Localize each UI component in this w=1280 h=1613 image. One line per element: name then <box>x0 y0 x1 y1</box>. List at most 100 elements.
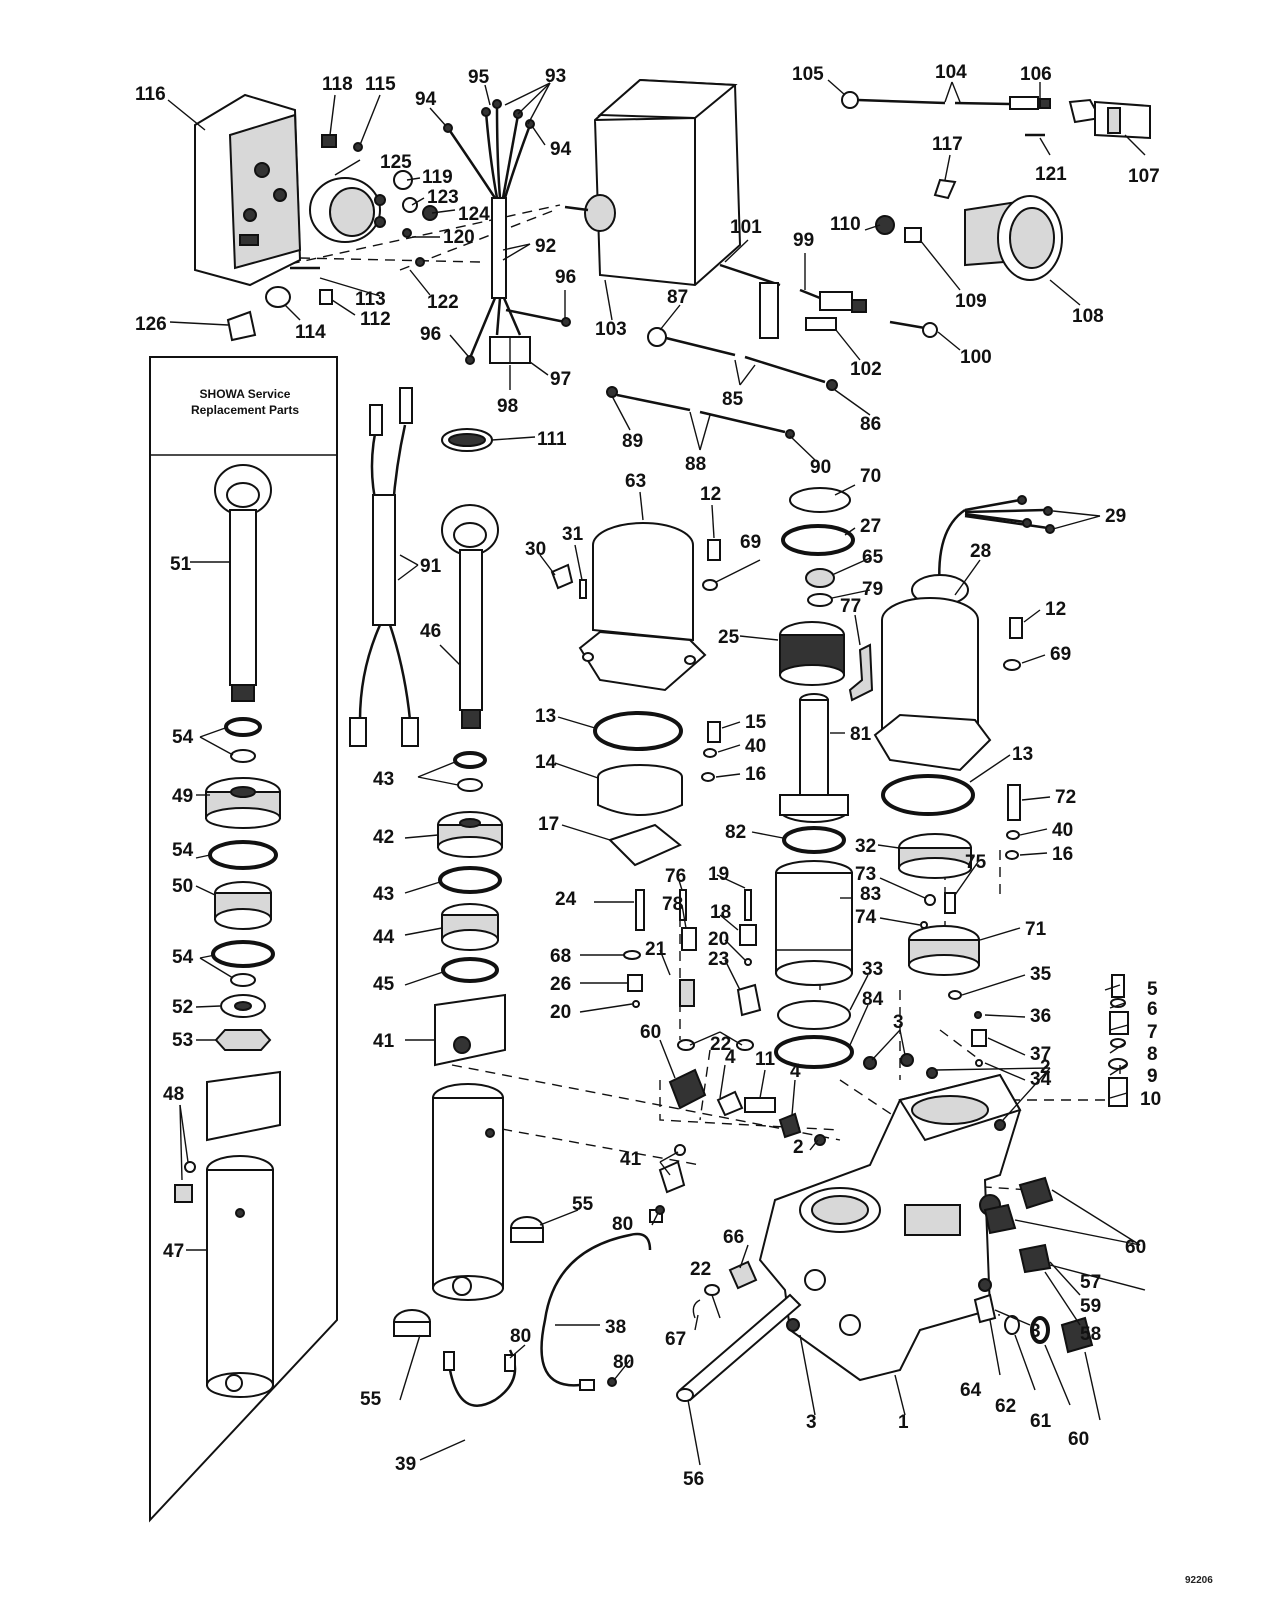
callout-32: 32 <box>855 836 876 857</box>
plug-2-a <box>926 1067 938 1079</box>
plate-17 <box>608 823 682 867</box>
callout-56: 56 <box>683 1469 704 1490</box>
callout-73: 73 <box>855 864 876 885</box>
callout-99: 99 <box>793 230 814 251</box>
callout-80-a: 80 <box>612 1214 633 1235</box>
plug-3-d <box>786 1318 800 1332</box>
callout-6: 6 <box>1147 999 1158 1020</box>
callout-103: 103 <box>595 319 627 340</box>
callout-28: 28 <box>970 541 991 562</box>
callout-106: 106 <box>1020 64 1052 85</box>
ball-36 <box>974 1011 982 1019</box>
callout-109: 109 <box>955 291 987 312</box>
callout-122: 122 <box>427 292 459 313</box>
callout-46: 46 <box>420 621 441 642</box>
o-ring-54-d <box>230 973 256 987</box>
callout-54-c: 54 <box>172 947 194 968</box>
callout-74: 74 <box>855 907 877 928</box>
callout-100: 100 <box>960 347 992 368</box>
callout-124: 124 <box>458 204 490 225</box>
callout-121: 121 <box>1035 164 1067 185</box>
callout-21: 21 <box>645 939 667 960</box>
callout-55-a: 55 <box>572 1194 594 1215</box>
valve-66 <box>728 1260 758 1290</box>
callout-13-b: 13 <box>1012 744 1033 765</box>
callout-58: 58 <box>1080 1324 1101 1345</box>
callout-67: 67 <box>665 1329 686 1350</box>
callout-5: 5 <box>1147 979 1158 1000</box>
fitting-80-b <box>504 1354 516 1372</box>
callout-94-b: 94 <box>550 139 572 160</box>
box-title-line1: SHOWA Service <box>200 387 291 401</box>
part-34 <box>975 1059 983 1067</box>
callout-41-b: 41 <box>620 1149 642 1170</box>
callout-26: 26 <box>550 974 571 995</box>
callout-3-c: 3 <box>806 1412 817 1433</box>
ring-43-b <box>457 778 483 792</box>
tube-38 <box>540 1232 652 1387</box>
callout-60-a: 60 <box>640 1022 661 1043</box>
callout-44: 44 <box>373 927 395 948</box>
washer-69-b <box>1003 659 1021 671</box>
callout-12-a: 12 <box>700 484 721 505</box>
screw-12-a <box>707 539 721 561</box>
callout-76: 76 <box>665 866 686 887</box>
cylinder-cap-49 <box>205 777 281 829</box>
callout-24: 24 <box>555 889 577 910</box>
o-ring-54-b <box>208 840 278 870</box>
o-ring-43-c <box>438 866 502 894</box>
callout-34: 34 <box>1030 1069 1052 1090</box>
fittings-57-64 <box>973 1176 1094 1354</box>
callout-115: 115 <box>365 74 396 95</box>
sender-and-cables-99-102 <box>719 263 938 339</box>
callout-47: 47 <box>163 1241 184 1262</box>
callout-125: 125 <box>380 152 412 173</box>
callout-25: 25 <box>718 627 740 648</box>
callout-4-b: 4 <box>790 1061 801 1082</box>
callout-7: 7 <box>1147 1022 1158 1043</box>
callout-93: 93 <box>545 66 566 87</box>
screw-30-31 <box>550 563 587 599</box>
washer-40-a <box>703 748 717 758</box>
check-valve-parts-5-10 <box>1108 974 1129 1107</box>
callout-16-a: 16 <box>745 764 766 785</box>
box-title-line2: Replacement Parts <box>191 403 299 417</box>
callout-41-a: 41 <box>373 1031 395 1052</box>
seal-54-a <box>224 717 262 737</box>
cables-91 <box>349 387 419 747</box>
callout-15: 15 <box>745 712 767 733</box>
callout-14: 14 <box>535 752 557 773</box>
callout-86: 86 <box>860 414 881 435</box>
callout-91: 91 <box>420 556 442 577</box>
callout-18: 18 <box>710 902 731 923</box>
o-ring-45 <box>441 957 499 983</box>
manifold-71 <box>908 925 980 976</box>
trim-rod-46 <box>441 504 499 729</box>
seal-32 <box>898 833 972 879</box>
callout-102: 102 <box>850 359 882 380</box>
callout-65: 65 <box>862 547 884 568</box>
callout-69-b: 69 <box>1050 644 1071 665</box>
callout-118: 118 <box>322 74 353 95</box>
callout-53: 53 <box>172 1030 193 1051</box>
callout-8: 8 <box>1147 1044 1158 1065</box>
callout-labels: 116 118 115 125 119 123 124 120 122 113 … <box>135 62 1161 1490</box>
washer-16-a <box>701 772 715 782</box>
plug-55-upper <box>510 1216 544 1243</box>
callout-23: 23 <box>708 949 729 970</box>
callout-110: 110 <box>830 214 861 235</box>
tube-38-end <box>579 1379 595 1391</box>
ring-80 <box>655 1205 665 1215</box>
callout-71: 71 <box>1025 919 1047 940</box>
callout-19: 19 <box>708 864 729 885</box>
callout-4-a: 4 <box>725 1047 736 1068</box>
callout-55-b: 55 <box>360 1389 382 1410</box>
callout-87: 87 <box>667 287 688 308</box>
callout-70: 70 <box>860 466 881 487</box>
small-hardware-top-left <box>226 134 438 342</box>
screw-15 <box>707 721 721 743</box>
callout-95: 95 <box>468 67 490 88</box>
showa-service-parts-box: SHOWA Service Replacement Parts <box>149 356 338 1523</box>
cable-104 <box>841 91 1151 140</box>
